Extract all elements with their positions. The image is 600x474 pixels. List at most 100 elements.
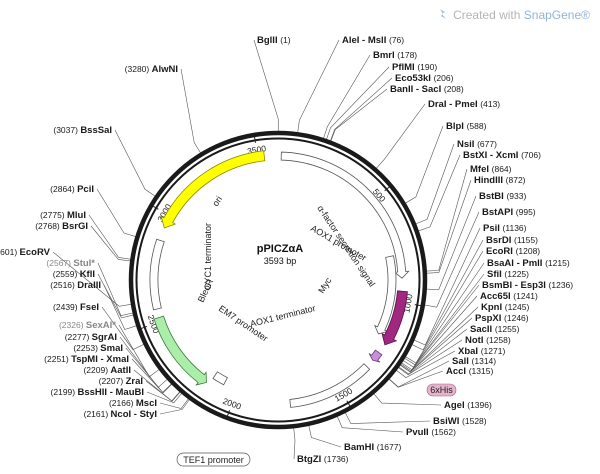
site-kfli[interactable]: (2559) KflI (53, 269, 95, 280)
leader-line (400, 317, 473, 373)
site-position: (2209) (83, 365, 110, 375)
site-agei[interactable]: AgeI (1396) (444, 400, 492, 411)
site-pcii[interactable]: (2864) PciI (50, 184, 94, 195)
leader-line (297, 39, 340, 133)
feature-alpha-factor[interactable] (374, 255, 397, 335)
site-aatii[interactable]: (2209) AatII (83, 365, 131, 376)
site-nsii[interactable]: NsiI (677) (457, 139, 497, 150)
site-bsshii-maubi[interactable]: (2199) BssHII - MauBI (51, 387, 144, 398)
site-fsei[interactable]: (2439) FseI (53, 302, 99, 313)
site-bsrgi[interactable]: (2768) BsrGI (35, 221, 88, 232)
feature-myc[interactable] (368, 349, 383, 363)
site-name: BsiWI (433, 416, 462, 427)
site-blpi[interactable]: BlpI (588) (446, 121, 487, 132)
feature-aox1-promoter[interactable] (280, 151, 410, 279)
site-bglii[interactable]: BglII (1) (257, 35, 291, 46)
site-position: (2559) (53, 269, 80, 279)
site-pspxi[interactable]: PspXI (1246) (475, 313, 529, 324)
site-mfei[interactable]: MfeI (864) (470, 164, 512, 175)
site-sexai-[interactable]: (2326) SexAI* (59, 320, 116, 331)
site-position: (1314) (472, 356, 497, 366)
site-zrai[interactable]: (2207) ZraI (99, 376, 143, 387)
site-hindiii[interactable]: HindIII (872) (474, 175, 526, 186)
site-bmri[interactable]: BmrI (178) (373, 50, 417, 61)
site-banii-saci[interactable]: BanII - SacI (208) (390, 84, 464, 95)
site-draiii[interactable]: (2516) DraIII (50, 280, 101, 291)
site-name: BglII (257, 35, 280, 46)
site-ecori[interactable]: EcoRI (1208) (486, 246, 540, 257)
site-name: BstBI (479, 191, 506, 202)
leader-line (308, 425, 342, 448)
svg-text:(2253) SmaI: (2253) SmaI (73, 343, 123, 354)
site-kpni[interactable]: KpnI (1245) (481, 302, 529, 313)
svg-text:(2209) AatII: (2209) AatII (83, 365, 131, 376)
site-name: NsiI (457, 139, 477, 150)
svg-text:(2161) NcoI - StyI: (2161) NcoI - StyI (84, 409, 157, 420)
svg-text:AccI (1315): AccI (1315) (446, 366, 493, 377)
site-psii[interactable]: PsiI (1136) (483, 223, 527, 234)
leader-line (293, 428, 296, 460)
site-msci[interactable]: (2166) MscI (109, 398, 157, 409)
svg-text:Acc65I (1241): Acc65I (1241) (480, 291, 538, 302)
site-stui-[interactable]: (2567) StuI* (46, 258, 95, 269)
site-alwni[interactable]: (3280) AlwNI (125, 64, 178, 75)
site-noti[interactable]: NotI (1258) (465, 335, 511, 346)
feature-bleor[interactable] (153, 315, 207, 386)
tef1-promoter-label: TEF1 promoter (183, 455, 244, 465)
site-bamhi[interactable]: BamHI (1677) (344, 442, 401, 453)
site-btgzi[interactable]: BtgZI (1736) (297, 454, 349, 465)
site-drai-pmei[interactable]: DraI - PmeI (413) (428, 99, 500, 110)
site-name: SfiI (487, 269, 504, 280)
site-xbai[interactable]: XbaI (1271) (458, 346, 505, 357)
sixhis-label: 6xHis (430, 385, 453, 395)
site-position: (1528) (462, 416, 487, 426)
site-bstbi[interactable]: BstBI (933) (479, 191, 526, 202)
site-position: (3280) (125, 64, 152, 74)
feature-aox1-terminator[interactable] (289, 363, 371, 408)
feature-purple-cds[interactable] (381, 290, 408, 346)
svg-text:BstBI (933): BstBI (933) (479, 191, 526, 202)
site-pflmi[interactable]: PflMI (190) (392, 62, 437, 73)
site-position: (1) (280, 35, 291, 45)
svg-text:BmrI (178): BmrI (178) (373, 50, 417, 61)
site-sgrai[interactable]: (2277) SgrAI (65, 332, 117, 343)
site-ncoi-styi[interactable]: (2161) NcoI - StyI (84, 409, 157, 420)
leader-line (131, 358, 172, 394)
site-alei-msli[interactable]: AleI - MslI (76) (342, 35, 404, 46)
site-bstxi-xcmi[interactable]: BstXI - XcmI (706) (463, 150, 541, 161)
site-position: (2567) (46, 258, 73, 268)
site-name: BmrI (373, 50, 397, 61)
feature-em7-promoter[interactable] (212, 371, 228, 386)
site-bsmbi-esp3i[interactable]: BsmBI - Esp3I (1236) (482, 280, 573, 291)
site-tspmi-xmai[interactable]: (2251) TspMI - XmaI (44, 354, 129, 365)
site-position: (1155) (514, 235, 538, 245)
site-eco53ki[interactable]: Eco53kI (206) (395, 73, 454, 84)
site-bsaai-pmli[interactable]: BsaAI - PmlI (1215) (487, 258, 570, 269)
site-sali[interactable]: SalI (1314) (452, 356, 496, 367)
site-name: StuI* (73, 258, 95, 269)
site-pvuii[interactable]: PvuII (1562) (406, 427, 456, 438)
site-sfii[interactable]: SfiI (1225) (487, 269, 529, 280)
sixhis-tag[interactable]: 6xHis (426, 383, 457, 397)
site-name: KpnI (481, 302, 505, 313)
site-acc65i[interactable]: Acc65I (1241) (480, 291, 538, 302)
site-bsssai[interactable]: (3037) BssSaI (53, 125, 112, 136)
site-name: PciI (77, 184, 94, 195)
feature-ori[interactable] (160, 150, 266, 229)
site-ecorv[interactable]: (2601) EcoRV (0, 247, 51, 258)
tick-1500 (346, 400, 351, 407)
site-mlui[interactable]: (2775) MluI (40, 210, 86, 221)
site-name: BsrGI (62, 221, 88, 232)
svg-text:SalI (1314): SalI (1314) (452, 356, 496, 367)
site-sacii[interactable]: SacII (1255) (470, 324, 520, 335)
site-bsrdi[interactable]: BsrDI (1155) (486, 235, 538, 246)
site-position: (2864) (50, 184, 77, 194)
site-bsiwi[interactable]: BsiWI (1528) (433, 416, 487, 427)
site-smai[interactable]: (2253) SmaI (73, 343, 123, 354)
site-bstapi[interactable]: BstAPI (995) (482, 207, 536, 218)
feature-cyc1-terminator[interactable] (149, 238, 165, 311)
site-acci[interactable]: AccI (1315) (446, 366, 493, 377)
svg-text:XbaI (1271): XbaI (1271) (458, 346, 505, 357)
tef1-promoter-box[interactable]: TEF1 promoter (176, 452, 251, 467)
site-position: (1236) (549, 280, 574, 290)
